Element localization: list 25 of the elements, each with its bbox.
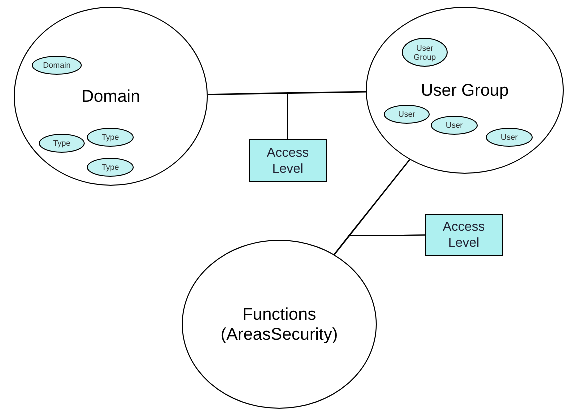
node-label: Domain	[80, 86, 142, 106]
connector-line	[334, 159, 410, 256]
entity-ellipse	[87, 158, 134, 177]
node-label: User Group	[412, 44, 438, 62]
node-label: Functions (AreasSecurity)	[220, 304, 340, 344]
entity-ellipse	[384, 105, 430, 124]
entity-ellipse	[39, 134, 85, 153]
entity-ellipse	[402, 38, 448, 67]
attribute-box	[249, 139, 327, 182]
entity-ellipse	[87, 128, 134, 147]
entity-ellipse	[486, 128, 533, 147]
attribute-box	[425, 214, 503, 256]
node-label: Type	[100, 133, 120, 142]
connector-line	[334, 234, 426, 256]
entity-ellipse	[32, 56, 82, 75]
entity-ellipse	[431, 116, 478, 135]
node-label: Type	[100, 163, 120, 172]
node-label: User Group	[420, 80, 510, 100]
node-label: Access Level	[266, 144, 310, 176]
node-label: User	[398, 110, 416, 119]
node-label: Domain	[42, 61, 72, 70]
node-label: User	[445, 121, 464, 130]
node-label: Access Level	[442, 219, 486, 251]
node-label: Type	[52, 139, 72, 148]
node-label: User	[500, 133, 519, 142]
